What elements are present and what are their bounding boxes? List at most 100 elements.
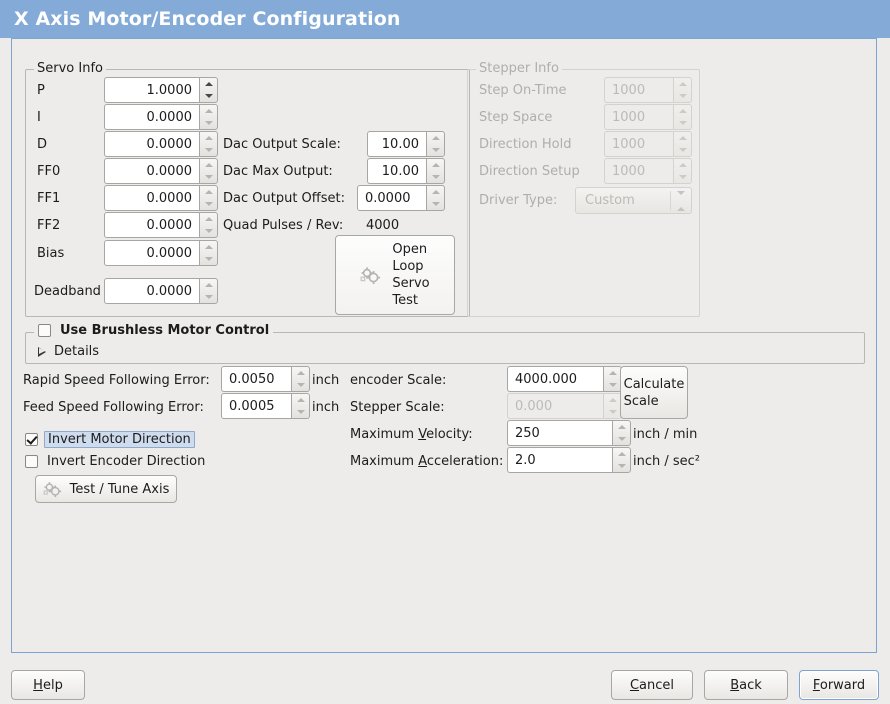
deadband-spinbutton[interactable]: 0.0000 (104, 278, 218, 304)
ff0-increment-icon[interactable] (200, 159, 217, 171)
feed-increment-icon[interactable] (292, 394, 309, 406)
direction-hold-value: 1000 (604, 131, 673, 157)
invert-encoder-direction-checkbox[interactable]: Invert Encoder Direction (25, 454, 205, 469)
back-button[interactable]: Back (704, 670, 788, 700)
maximum-velocity-decrement-icon[interactable] (613, 433, 630, 445)
dac-output-offset-decrement-icon[interactable] (427, 198, 444, 210)
forward-button[interactable]: Forward (799, 670, 879, 700)
dac-output-offset-value[interactable]: 0.0000 (357, 185, 426, 211)
encoder-scale-spinbutton[interactable]: 4000.000 (507, 366, 622, 392)
brushless-motor-frame (25, 332, 865, 364)
d-decrement-icon[interactable] (200, 144, 217, 156)
feed-speed-following-error-spinbutton[interactable]: 0.0005 (221, 393, 310, 419)
ff2-spinbutton[interactable]: 0.0000 (104, 212, 218, 238)
p-increment-icon[interactable] (200, 78, 217, 90)
deadband-decrement-icon[interactable] (200, 291, 217, 303)
deadband-stepper[interactable] (199, 278, 218, 304)
dac-output-scale-value[interactable]: 10.00 (367, 131, 426, 157)
deadband-increment-icon[interactable] (200, 279, 217, 291)
test-tune-axis-button[interactable]: Test / Tune Axis (35, 475, 177, 503)
details-expander[interactable]: Details (38, 344, 99, 359)
maximum-acceleration-increment-icon[interactable] (613, 448, 630, 460)
ff2-value[interactable]: 0.0000 (104, 212, 199, 238)
i-value[interactable]: 0.0000 (104, 104, 199, 130)
ff1-spinbutton[interactable]: 0.0000 (104, 185, 218, 211)
dac-output-offset-spinbutton[interactable]: 0.0000 (357, 185, 445, 211)
ff0-spinbutton[interactable]: 0.0000 (104, 158, 218, 184)
invert-motor-direction-checkbox[interactable]: Invert Motor Direction (25, 431, 195, 448)
dac-output-scale-decrement-icon[interactable] (427, 144, 444, 156)
dac-max-output-value[interactable]: 10.00 (367, 158, 426, 184)
maximum-acceleration-decrement-icon[interactable] (613, 460, 630, 472)
dac-max-output-increment-icon[interactable] (427, 159, 444, 171)
ff0-decrement-icon[interactable] (200, 171, 217, 183)
rapid-speed-following-error-value[interactable]: 0.0050 (221, 366, 291, 392)
d-increment-icon[interactable] (200, 132, 217, 144)
dac-output-scale-increment-icon[interactable] (427, 132, 444, 144)
direction-hold-decrement-icon (674, 144, 691, 156)
maximum-acceleration-value[interactable]: 2.0 (507, 447, 612, 473)
rapid-following-error-stepper[interactable] (291, 366, 310, 392)
brushless-checkbox-box[interactable] (38, 324, 51, 337)
bias-value[interactable]: 0.0000 (104, 240, 199, 266)
p-value[interactable]: 1.0000 (104, 77, 199, 103)
ff1-stepper[interactable] (199, 185, 218, 211)
dac-max-output-stepper[interactable] (426, 158, 445, 184)
i-spinbutton[interactable]: 0.0000 (104, 104, 218, 130)
ff1-value[interactable]: 0.0000 (104, 185, 199, 211)
ff0-stepper[interactable] (199, 158, 218, 184)
bias-increment-icon[interactable] (200, 241, 217, 253)
chevron-right-icon[interactable] (38, 346, 46, 357)
calculate-scale-button[interactable]: Calculate Scale (620, 366, 688, 419)
cancel-button[interactable]: Cancel (611, 670, 693, 700)
bias-decrement-icon[interactable] (200, 253, 217, 265)
p-stepper[interactable] (199, 77, 218, 103)
encoder-scale-increment-icon[interactable] (604, 367, 621, 379)
rapid-speed-following-error-spinbutton[interactable]: 0.0050 (221, 366, 310, 392)
feed-following-error-stepper[interactable] (291, 393, 310, 419)
dac-output-offset-stepper[interactable] (426, 185, 445, 211)
label-i: I (37, 110, 41, 125)
i-increment-icon[interactable] (200, 105, 217, 117)
dac-output-scale-spinbutton[interactable]: 10.00 (367, 131, 445, 157)
bias-spinbutton[interactable]: 0.0000 (104, 240, 218, 266)
maximum-velocity-value[interactable]: 250 (507, 420, 612, 446)
maximum-acceleration-stepper[interactable] (612, 447, 631, 473)
maximum-velocity-spinbutton[interactable]: 250 (507, 420, 631, 446)
use-brushless-motor-control-checkbox[interactable]: Use Brushless Motor Control (34, 323, 274, 338)
d-stepper[interactable] (199, 131, 218, 157)
feed-decrement-icon[interactable] (292, 406, 309, 418)
open-loop-servo-test-button[interactable]: Open Loop Servo Test (335, 235, 455, 315)
ff2-increment-icon[interactable] (200, 213, 217, 225)
ff2-decrement-icon[interactable] (200, 225, 217, 237)
maximum-velocity-increment-icon[interactable] (613, 421, 630, 433)
driver-type-value: Custom (585, 193, 635, 208)
rapid-decrement-icon[interactable] (292, 379, 309, 391)
i-decrement-icon[interactable] (200, 117, 217, 129)
maximum-velocity-stepper[interactable] (612, 420, 631, 446)
i-stepper[interactable] (199, 104, 218, 130)
ff1-increment-icon[interactable] (200, 186, 217, 198)
help-button[interactable]: Help (11, 670, 85, 700)
dac-max-output-decrement-icon[interactable] (427, 171, 444, 183)
ff1-decrement-icon[interactable] (200, 198, 217, 210)
ff0-value[interactable]: 0.0000 (104, 158, 199, 184)
ff2-stepper[interactable] (199, 212, 218, 238)
feed-speed-following-error-value[interactable]: 0.0005 (221, 393, 291, 419)
bias-stepper[interactable] (199, 240, 218, 266)
p-decrement-icon[interactable] (200, 90, 217, 102)
d-value[interactable]: 0.0000 (104, 131, 199, 157)
dac-output-scale-stepper[interactable] (426, 131, 445, 157)
dac-max-output-spinbutton[interactable]: 10.00 (367, 158, 445, 184)
dac-output-offset-increment-icon[interactable] (427, 186, 444, 198)
deadband-value[interactable]: 0.0000 (104, 278, 199, 304)
maximum-acceleration-spinbutton[interactable]: 2.0 (507, 447, 631, 473)
p-spinbutton[interactable]: 1.0000 (104, 77, 218, 103)
invert-encoder-checkbox-box[interactable] (25, 455, 38, 468)
encoder-scale-value[interactable]: 4000.000 (507, 366, 603, 392)
invert-motor-checkbox-box[interactable] (25, 433, 38, 446)
d-spinbutton[interactable]: 0.0000 (104, 131, 218, 157)
rapid-increment-icon[interactable] (292, 367, 309, 379)
encoder-scale-decrement-icon[interactable] (604, 379, 621, 391)
